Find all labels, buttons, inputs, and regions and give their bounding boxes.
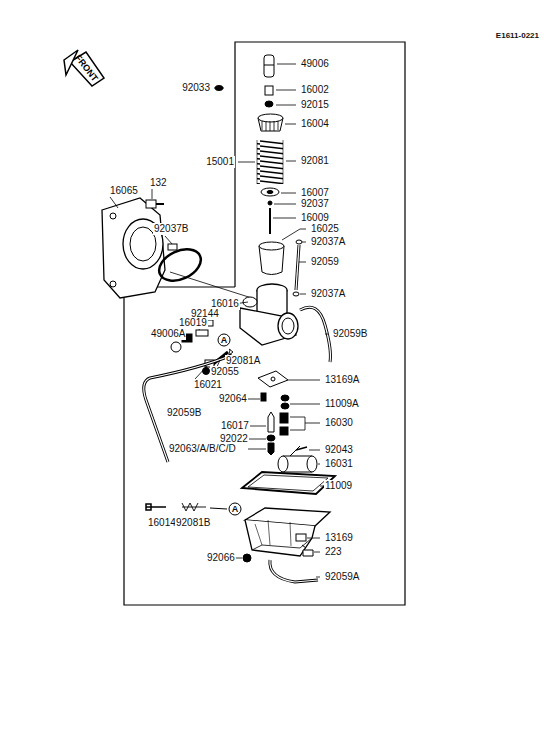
part-number: 92033 (181, 82, 211, 94)
part-number: 132 (149, 177, 168, 189)
part-number: 11009A (324, 398, 360, 410)
part-number: 92055 (210, 366, 240, 378)
part-number: 92081B (175, 517, 211, 529)
part-number: 92063/A/B/C/D (168, 443, 237, 455)
part-number: 16014 (147, 517, 177, 529)
figure-code: E1611-0221 (495, 30, 540, 42)
part-number: 92059B (332, 328, 368, 340)
reference-letter: A (231, 503, 240, 515)
part-number: 16025 (310, 223, 340, 235)
front-arrow-label: FRONT (71, 51, 101, 84)
part-number: 92037 (300, 198, 330, 210)
leader-lines (110, 64, 328, 577)
part-number: 16021 (193, 379, 223, 391)
part-number: 92037A (310, 236, 346, 248)
part-number: 223 (324, 546, 343, 558)
part-number: 16065 (109, 185, 139, 197)
part-number: 49006 (300, 58, 330, 70)
part-number: 92015 (300, 99, 330, 111)
part-number: 13169A (324, 374, 360, 386)
part-number: 16004 (300, 118, 330, 130)
part-number: 92064 (218, 393, 248, 405)
part-number: 92059 (310, 256, 340, 268)
part-number: 92066 (206, 552, 236, 564)
part-number: 16002 (300, 84, 330, 96)
part-number: 92059A (324, 571, 360, 583)
part-number: 92081 (300, 155, 330, 167)
part-number: 16031 (324, 458, 354, 470)
part-number: 16017 (220, 420, 250, 432)
part-number: 16030 (324, 417, 354, 429)
part-number: 11009 (324, 480, 353, 492)
part-number: 92037B (153, 223, 189, 235)
part-number: 92037A (310, 288, 346, 300)
part-number: 49006A (150, 328, 186, 340)
reference-letter: A (220, 334, 229, 346)
part-number: 92059B (166, 407, 202, 419)
part-number: 92043 (324, 444, 354, 456)
part-number: 13169 (324, 532, 354, 544)
part-number: 15001 (205, 156, 235, 168)
